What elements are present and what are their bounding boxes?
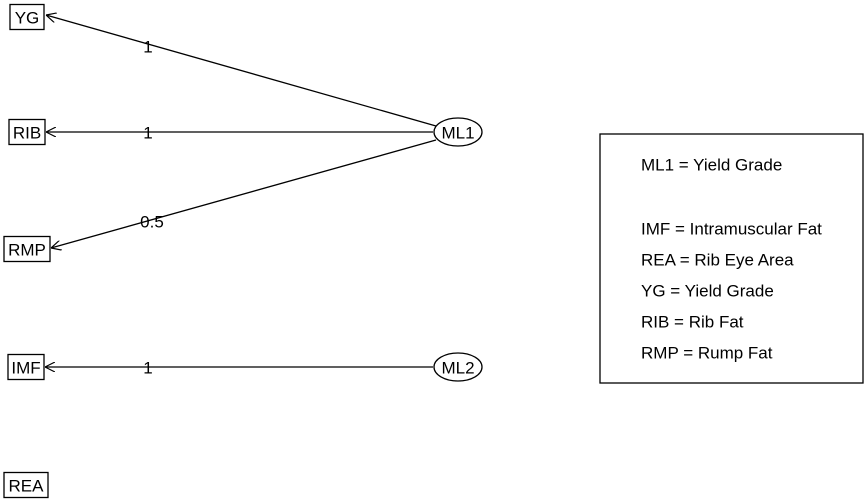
node-label: IMF	[11, 359, 40, 378]
node-ellipse	[433, 352, 483, 382]
legend-entry: IMF = Intramuscular Fat	[641, 220, 822, 239]
legend-entry: ML1 = Yield Grade	[641, 156, 782, 175]
legend-entry: RIB = Rib Fat	[641, 313, 744, 332]
node-box	[9, 3, 45, 31]
edge-label-ml1-rib: 1	[143, 124, 152, 143]
observed-node-rib: RIB	[8, 118, 46, 146]
edge-ml1-to-yg	[46, 15, 437, 127]
edge-labels-layer: 110.51	[140, 38, 164, 378]
latent-node-ml1: ML1	[433, 117, 483, 147]
node-label: RIB	[13, 124, 41, 143]
legend-entry: RMP = Rump Fat	[641, 344, 773, 363]
node-box	[3, 471, 49, 499]
legend-entry: REA = Rib Eye Area	[641, 251, 794, 270]
edge-label-ml1-yg: 1	[143, 38, 152, 57]
observed-node-rea: REA	[3, 471, 49, 499]
node-box	[7, 353, 45, 381]
edge-label-ml1-rmp: 0.5	[140, 213, 164, 232]
observed-node-yg: YG	[9, 3, 45, 31]
edge-label-ml2-imf: 1	[143, 359, 152, 378]
node-ellipse	[433, 117, 483, 147]
observed-node-imf: IMF	[7, 353, 45, 381]
node-label: REA	[9, 477, 45, 496]
edge-ml1-to-rmp	[51, 139, 437, 248]
observed-node-rmp: RMP	[3, 235, 51, 263]
node-label: RMP	[8, 241, 46, 260]
node-box	[8, 118, 46, 146]
node-box	[3, 235, 51, 263]
node-label: ML2	[441, 359, 474, 378]
legend-frame	[599, 133, 864, 384]
node-label: YG	[15, 9, 40, 28]
latent-node-ml2: ML2	[433, 352, 483, 382]
node-label: ML1	[441, 124, 474, 143]
legend-entry: YG = Yield Grade	[641, 282, 774, 301]
edges-layer	[45, 15, 437, 367]
